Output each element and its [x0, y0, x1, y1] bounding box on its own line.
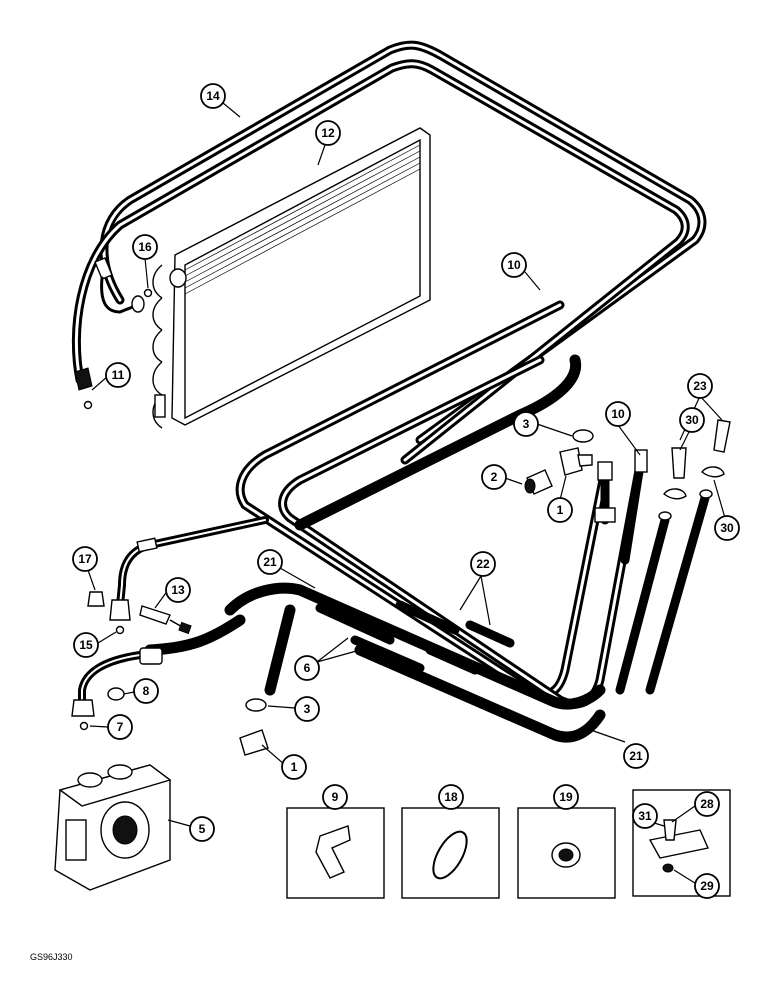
svg-text:11: 11: [112, 368, 125, 382]
callout-8: 8: [133, 678, 159, 704]
hose-14-fitting: [74, 257, 145, 391]
callout-19: 19: [553, 784, 579, 810]
condenser-tubes: [152, 264, 187, 429]
clips-30: [663, 466, 725, 500]
callout-7: 7: [107, 714, 133, 740]
callout-3-lower: 3: [294, 696, 320, 722]
tee-fitting-1b: [239, 729, 269, 756]
svg-text:31: 31: [638, 809, 652, 823]
tee-fitting-1: [559, 447, 593, 476]
svg-text:3: 3: [523, 417, 530, 431]
svg-text:23: 23: [693, 379, 707, 393]
svg-text:14: 14: [206, 89, 220, 103]
svg-text:2: 2: [491, 470, 498, 484]
svg-text:16: 16: [138, 240, 152, 254]
compressor-line: [71, 647, 163, 717]
svg-text:6: 6: [304, 661, 311, 675]
o-ring-15: [115, 625, 125, 635]
callout-30: 30: [679, 407, 705, 433]
callout-29: 29: [694, 873, 720, 899]
svg-text:30: 30: [720, 521, 734, 535]
callout-28: 28: [694, 791, 720, 817]
switch-13: [139, 605, 192, 635]
callout-13: 13: [165, 577, 191, 603]
hose-14: [71, 40, 707, 465]
condenser-12: [152, 127, 431, 429]
svg-text:21: 21: [263, 555, 277, 569]
svg-text:17: 17: [78, 552, 92, 566]
svg-text:5: 5: [199, 822, 206, 836]
callout-21-lower: 21: [623, 743, 649, 769]
callout-21: 21: [257, 549, 283, 575]
svg-text:7: 7: [117, 720, 124, 734]
fitting-17: [87, 591, 105, 607]
svg-text:19: 19: [559, 790, 573, 804]
svg-text:10: 10: [611, 407, 625, 421]
o-ring-16: [143, 288, 153, 298]
svg-text:29: 29: [700, 879, 714, 893]
fitting-8: [107, 687, 125, 701]
o-ring-11: [83, 400, 93, 410]
svg-text:15: 15: [79, 638, 93, 652]
box-19: [517, 807, 616, 899]
svg-text:13: 13: [171, 583, 185, 597]
svg-text:3: 3: [304, 702, 311, 716]
svg-text:28: 28: [700, 797, 714, 811]
callout-17: 17: [72, 546, 98, 572]
svg-text:9: 9: [332, 790, 339, 804]
callout-6: 6: [294, 655, 320, 681]
callout-22: 22: [470, 551, 496, 577]
callout-3: 3: [513, 411, 539, 437]
svg-text:18: 18: [444, 790, 458, 804]
callout-18: 18: [438, 784, 464, 810]
svg-text:10: 10: [507, 258, 521, 272]
callout-1-lower: 1: [281, 754, 307, 780]
callout-31: 31: [632, 803, 658, 829]
svg-text:21: 21: [629, 749, 643, 763]
o-ring-7: [79, 721, 89, 731]
svg-text:22: 22: [476, 557, 490, 571]
hose-left-bend: [109, 516, 269, 621]
box-9: [286, 807, 385, 899]
hose-clamp-3: [572, 429, 594, 443]
leader-lines: [87, 102, 726, 886]
callout-10: 10: [501, 252, 527, 278]
compressor-5: [54, 764, 172, 891]
callout-14: 14: [200, 83, 226, 109]
callout-11: 11: [105, 362, 131, 388]
drawing-code: GS96J330: [30, 952, 73, 962]
callout-9: 9: [322, 784, 348, 810]
callout-16: 16: [132, 234, 158, 260]
callout-5: 5: [189, 816, 215, 842]
svg-text:1: 1: [291, 760, 298, 774]
fitting-2: [524, 469, 553, 495]
callout-10-right: 10: [605, 401, 631, 427]
svg-text:8: 8: [143, 684, 150, 698]
svg-text:1: 1: [557, 503, 564, 517]
svg-text:12: 12: [321, 126, 335, 140]
callout-12: 12: [315, 120, 341, 146]
svg-text:30: 30: [685, 413, 699, 427]
box-18: [401, 807, 500, 899]
callout-30-lower: 30: [714, 515, 740, 541]
callout-2: 2: [481, 464, 507, 490]
hose-end-fittings: [594, 449, 713, 695]
fittings-23: [671, 419, 731, 479]
hose-clamp-3b: [245, 698, 267, 712]
callout-15: 15: [73, 632, 99, 658]
callouts: 14 12 16 10 11 23 3 10 30 2 1 30 17 21 2…: [72, 83, 740, 899]
hose-segments: [315, 600, 515, 675]
callout-1: 1: [547, 497, 573, 523]
callout-23: 23: [687, 373, 713, 399]
